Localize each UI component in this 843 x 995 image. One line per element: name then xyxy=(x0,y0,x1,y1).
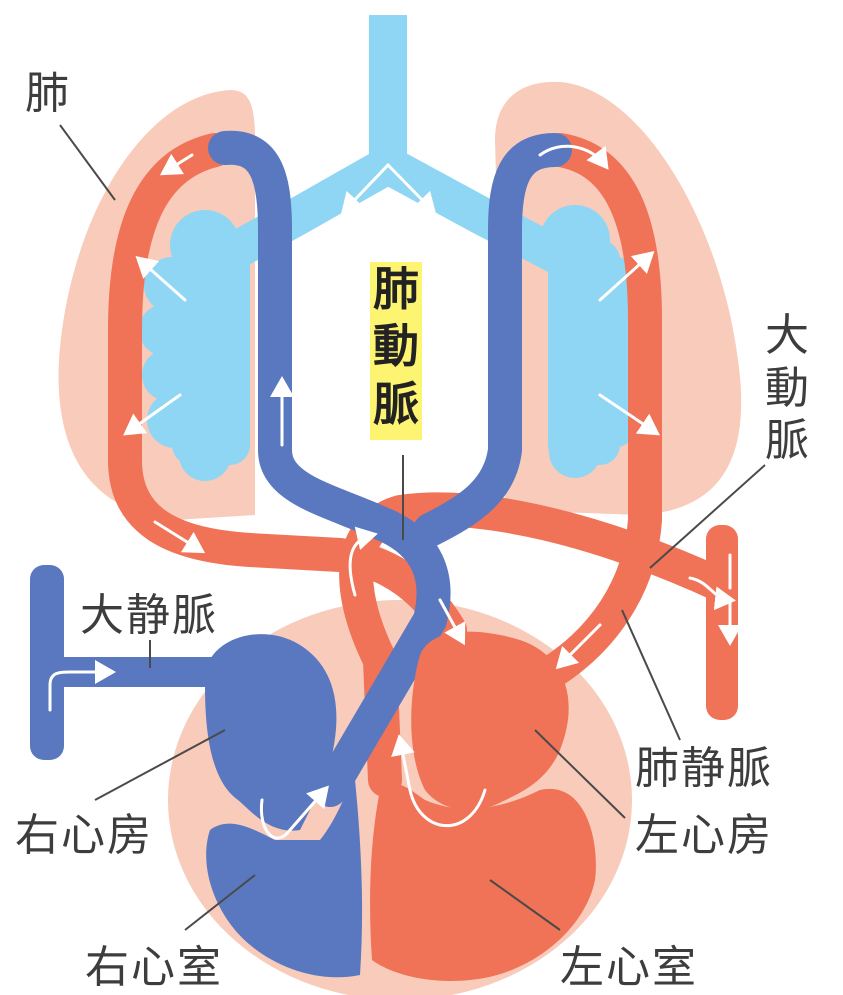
right-ventricle-label: 右心室 xyxy=(85,942,223,993)
aorta-label-1: 大 xyxy=(765,310,809,361)
pulmonary-artery-label-3: 脈 xyxy=(373,377,419,431)
pulmonary-artery-label-2: 動 xyxy=(373,319,419,373)
aorta-label-2: 動 xyxy=(765,363,809,414)
pulmonary-vein-leader xyxy=(622,610,680,740)
left-atrium-label: 左心房 xyxy=(635,810,773,861)
left-ventricle-label: 左心室 xyxy=(560,942,698,993)
pulmonary-vein-label: 肺静脈 xyxy=(635,743,773,794)
lung-label: 肺 xyxy=(25,68,71,119)
aorta-vertical-branch xyxy=(706,525,738,720)
pulmonary-artery-label-1: 肺 xyxy=(373,262,419,316)
vena-cava-label: 大静脈 xyxy=(80,590,218,641)
aorta-label-3: 脈 xyxy=(765,415,809,466)
lung-leader xyxy=(60,125,115,200)
right-atrium-label: 右心房 xyxy=(15,810,153,861)
